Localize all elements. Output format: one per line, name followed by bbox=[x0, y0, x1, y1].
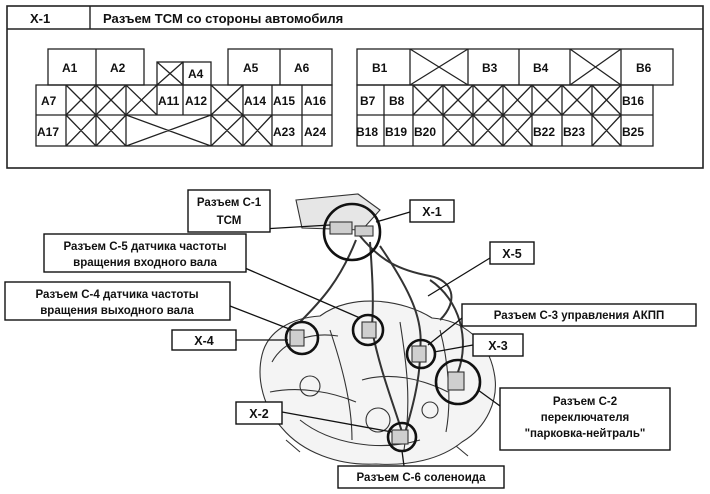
pin-a11: A11 bbox=[158, 94, 180, 108]
callout-c1-line2: ТСМ bbox=[217, 215, 242, 227]
transmission-illustration bbox=[259, 193, 496, 465]
pin-a1: A1 bbox=[62, 61, 78, 75]
pin-b4: B4 bbox=[533, 61, 549, 75]
callout-c1-line1: Разъем С-1 bbox=[197, 197, 262, 209]
callout-c3-text: Разъем С-3 управления АКПП bbox=[494, 310, 665, 322]
marker-c4 bbox=[284, 320, 320, 356]
tag-x5: Х-5 bbox=[489, 241, 535, 265]
tag-x1-text: Х-1 bbox=[422, 205, 442, 219]
pin-a16: A16 bbox=[304, 94, 326, 108]
pin-b22: B22 bbox=[533, 125, 555, 139]
tag-x2: Х-2 bbox=[235, 401, 283, 425]
connector-b bbox=[356, 48, 674, 147]
callout-c3: Разъем С-3 управления АКПП bbox=[461, 303, 697, 327]
pin-a15: A15 bbox=[273, 94, 295, 108]
pin-a24: A24 bbox=[304, 125, 326, 139]
callout-c5-line2: вращения входного вала bbox=[73, 257, 217, 269]
pin-a23: A23 bbox=[273, 125, 295, 139]
pin-b19: B19 bbox=[385, 125, 407, 139]
pin-b16: B16 bbox=[622, 94, 644, 108]
tag-x4-text: Х-4 bbox=[194, 334, 214, 348]
marker-c5 bbox=[351, 313, 385, 347]
panel-title: Разъем ТСМ со стороны автомобиля bbox=[103, 11, 343, 26]
callout-c2-line2: переключателя bbox=[541, 412, 629, 424]
leader-lines bbox=[229, 211, 501, 467]
pin-a5: A5 bbox=[243, 61, 259, 75]
pin-b18: B18 bbox=[356, 125, 378, 139]
panel-connector-id: X-1 bbox=[30, 11, 50, 26]
pin-b20: B20 bbox=[414, 125, 436, 139]
callout-c4: Разъем С-4 датчика частоты вращения выхо… bbox=[4, 281, 231, 321]
pin-b25: B25 bbox=[622, 125, 644, 139]
callout-c4-line1: Разъем С-4 датчика частоты bbox=[35, 289, 198, 301]
callout-c1: Разъем С-1 ТСМ bbox=[187, 189, 271, 233]
pin-a6: A6 bbox=[294, 61, 310, 75]
pin-b6: B6 bbox=[636, 61, 652, 75]
pin-b7: B7 bbox=[360, 94, 376, 108]
pin-b23: B23 bbox=[563, 125, 585, 139]
callout-c5-line1: Разъем С-5 датчика частоты bbox=[63, 241, 226, 253]
callout-c6-text: Разъем С-6 соленоида bbox=[357, 472, 487, 484]
pin-a12: A12 bbox=[185, 94, 207, 108]
connector-a bbox=[35, 48, 333, 147]
tag-x3-text: Х-3 bbox=[488, 339, 508, 353]
tag-x5-text: Х-5 bbox=[502, 247, 522, 261]
tag-x4: Х-4 bbox=[171, 329, 237, 351]
tcm-connector-panel: X-1 Разъем ТСМ со стороны автомобиля bbox=[6, 5, 704, 169]
callout-c2-line1: Разъем С-2 bbox=[553, 396, 617, 408]
pin-b8: B8 bbox=[389, 94, 405, 108]
marker-c3 bbox=[405, 338, 437, 370]
tag-x2-text: Х-2 bbox=[249, 407, 269, 421]
connector-a-labels: A1 A2 A4 A5 A6 A7 A11 A12 A14 A15 A16 A1… bbox=[37, 61, 326, 139]
callout-c2: Разъем С-2 переключателя "парковка-нейтр… bbox=[499, 387, 671, 451]
pin-a2: A2 bbox=[110, 61, 126, 75]
marker-c2 bbox=[434, 358, 482, 406]
pin-b3: B3 bbox=[482, 61, 498, 75]
marker-c1 bbox=[322, 202, 382, 262]
pin-a14: A14 bbox=[244, 94, 266, 108]
tag-x1: Х-1 bbox=[409, 199, 455, 223]
callout-c2-line3: "парковка-нейтраль" bbox=[525, 428, 646, 440]
callout-c6: Разъем С-6 соленоида bbox=[337, 465, 505, 489]
pin-b1: B1 bbox=[372, 61, 388, 75]
callout-c5: Разъем С-5 датчика частоты вращения вход… bbox=[43, 233, 247, 273]
tag-x3: Х-3 bbox=[472, 333, 524, 357]
callout-c4-line2: вращения выходного вала bbox=[40, 305, 194, 317]
pin-a7: A7 bbox=[41, 94, 57, 108]
connector-b-labels: B1 B3 B4 B6 B7 B8 B16 B18 B19 B20 B22 B2… bbox=[356, 61, 652, 139]
pin-a17: A17 bbox=[37, 125, 59, 139]
pin-a4: A4 bbox=[188, 67, 204, 81]
